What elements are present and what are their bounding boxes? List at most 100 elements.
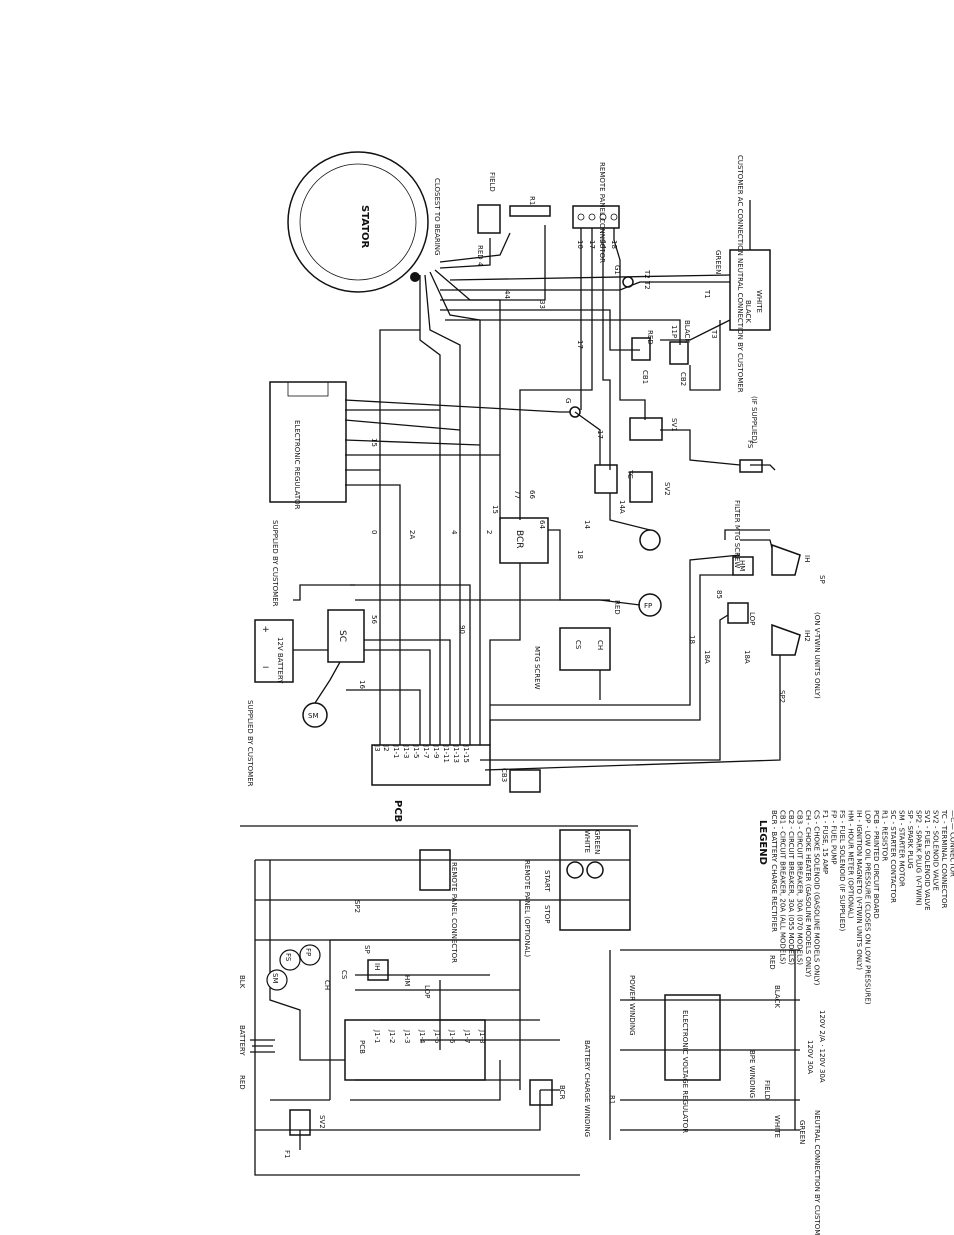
legend-item: R1 - RESISTOR [881,810,889,861]
svg-text:77: 77 [513,490,521,499]
svg-text:BATTERY CHARGE WINDING: BATTERY CHARGE WINDING [583,1040,591,1137]
svg-text:17: 17 [576,340,584,349]
svg-text:J1-1: J1-1 [373,1029,381,1044]
svg-text:FP: FP [304,948,312,956]
legend-item: CB1 - CIRCUIT BREAKER, 20A (ALL MODELS) [779,810,787,965]
svg-text:BLK: BLK [238,975,246,989]
svg-text:14: 14 [599,240,607,249]
legend-item: —⊂— CONNECTOR [949,810,954,877]
legend-item: SM - STARTER MOTOR [898,810,906,887]
svg-text:R1: R1 [608,1095,616,1104]
schematic-sm [266,969,288,991]
svg-text:WHITE: WHITE [755,290,763,313]
closest-to-bearing-label: CLOSEST TO BEARING [433,178,441,255]
svg-text:REMOTE PANEL CONNECTOR: REMOTE PANEL CONNECTOR [450,862,458,963]
svg-text:IH: IH [373,963,381,970]
svg-text:J1-3: J1-3 [403,1029,411,1044]
schematic-fs [279,949,301,971]
supplied-by-customer-top: SUPPLIED BY CUSTOMER [271,520,279,607]
svg-text:CS: CS [340,970,348,980]
choke-assembly: CS CH MTG SCREW [533,627,611,690]
svg-text:120V 30A: 120V 30A [806,1040,814,1074]
svg-text:SV1: SV1 [670,418,678,432]
svg-text:33: 33 [538,300,546,309]
svg-text:J1-7: J1-7 [422,744,430,759]
svg-text:10: 10 [576,240,584,249]
svg-text:T1: T1 [703,289,711,299]
svg-text:REMOTE PANEL (OPTIONAL): REMOTE PANEL (OPTIONAL) [523,860,531,957]
svg-text:SV2: SV2 [318,1115,326,1129]
svg-text:2: 2 [485,530,493,534]
svg-text:GREEN: GREEN [593,830,601,854]
svg-text:SP: SP [363,945,371,954]
svg-text:90: 90 [458,625,466,634]
svg-text:56: 56 [370,615,378,624]
svg-text:J1-1: J1-1 [392,744,400,759]
legend-item: HM - HOUR METER (OPTIONAL) [847,810,855,919]
svg-text:WHITE: WHITE [583,830,591,853]
svg-text:SM: SM [271,973,279,983]
svg-text:BCR: BCR [514,530,524,549]
svg-text:STOP: STOP [543,905,551,923]
svg-text:J1-6: J1-6 [448,1029,456,1044]
svg-text:14A: 14A [618,500,626,514]
svg-text:J1-5: J1-5 [433,1029,441,1044]
schematic-sv2: SV2 F1 [283,1109,326,1158]
svg-text:BATTERY: BATTERY [238,1025,246,1056]
svg-text:CUSTOMER AC CONNECTION NEUTRAL: CUSTOMER AC CONNECTION NEUTRAL CONNECTIO… [736,155,744,393]
filter-mtg-label: FILTER MTG SCREW [733,500,741,568]
svg-text:R1: R1 [528,196,536,205]
svg-text:FIELD: FIELD [488,172,496,192]
legend-item: CS - CHOKE SOLENOID (GASOLINE MODELS ONL… [813,810,821,986]
svg-text:44: 44 [503,290,511,299]
schematic [254,859,800,1176]
svg-text:J1-9: J1-9 [432,744,440,759]
svg-text:CB2: CB2 [679,372,687,386]
svg-text:HM: HM [403,975,411,986]
svg-text:WHITE: WHITE [773,1115,781,1138]
svg-text:STATOR: STATOR [359,205,370,249]
pcb: PCB [371,744,491,822]
svg-text:J1-5: J1-5 [412,744,420,759]
hour-meter: HM [732,556,754,576]
svg-text:RED: RED [646,330,654,345]
svg-text:LOP: LOP [748,612,756,625]
supplied-by-customer-left: SUPPLIED BY CUSTOMER [246,700,254,787]
solenoid-coil [639,529,661,551]
svg-text:J1-2: J1-2 [388,1029,396,1044]
svg-text:G1: G1 [613,265,621,275]
svg-text:2A: 2A [408,530,416,539]
svg-text:POWER WINDING: POWER WINDING [628,975,636,1036]
svg-text:FP: FP [644,602,652,610]
svg-text:SP: SP [818,575,826,584]
starter-contactor: SC [327,609,365,663]
svg-text:CB3: CB3 [500,768,508,782]
svg-text:J1-8: J1-8 [478,1029,486,1044]
svg-text:SP2: SP2 [353,900,361,913]
svg-text:64: 64 [538,520,546,529]
ground-points: G1 G [564,265,634,418]
svg-text:FIELD: FIELD [763,1080,771,1100]
top-wiring [293,200,781,771]
electronic-regulator: ELECTRONIC REGULATOR [269,381,347,510]
svg-text:12V BATTERY: 12V BATTERY [276,637,284,684]
svg-text:MTG SCREW: MTG SCREW [533,646,541,690]
schematic-remote-panel: REMOTE PANEL CONNECTOR REMOTE PANEL (OPT… [419,829,631,963]
svg-text:16: 16 [358,680,366,689]
svg-text:RED 4: RED 4 [476,245,484,267]
legend: LEGEND [757,820,768,865]
bcr: BCR [499,517,549,564]
stator: STATOR [287,151,429,293]
svg-text:18: 18 [688,635,696,644]
svg-text:J1-11: J1-11 [442,744,450,763]
svg-text:IH: IH [803,555,811,562]
resistor-r1: R1 [509,196,551,217]
ignition-ih2: IH2 (ON V-TWIN UNITS ONLY) SP2 [771,612,821,703]
svg-text:0: 0 [370,530,378,534]
legend-item: TC - TERMINAL CONNECTOR [940,809,948,909]
svg-text:BLACK: BLACK [744,300,752,323]
legend-item: LOP - LOW OIL PRESSURE (CLOSES ON LOW PR… [864,810,872,1005]
schematic-ih: IH SP SP2 HM LOP CH CS [323,900,431,998]
svg-text:GREEN: GREEN [798,1120,806,1144]
legend-item: SP - SPARK PLUG [906,810,914,869]
